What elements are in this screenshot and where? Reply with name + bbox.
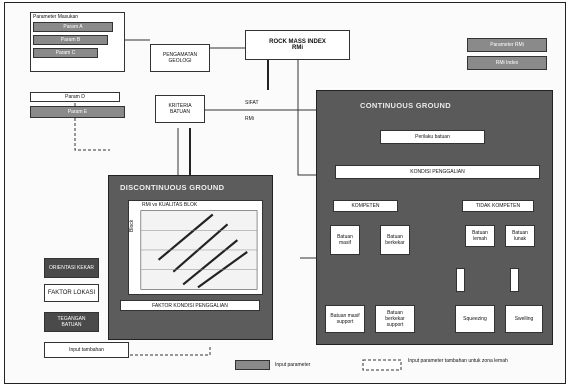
legend-input-swatch — [235, 360, 270, 370]
massive-rock-support-box: Batuan masif support — [325, 305, 365, 333]
chart-axis-label: Block — [129, 219, 135, 232]
legend-extra-label: Input parameter tambahan untuk zona lema… — [408, 358, 508, 364]
side-label: SIFAT — [245, 100, 259, 106]
rmi-input-box: PENGAMATAN GEOLOGI — [150, 44, 210, 72]
jointed-rock-support-box: Batuan berkekar support — [375, 305, 415, 333]
ground-behaviour-box: KRITERIA BATUAN — [155, 95, 205, 123]
top-right-param: Parameter RMi — [467, 38, 547, 52]
weak-rock-box: Batuan lemah — [465, 225, 495, 247]
location-factor-input: FAKTOR LOKASI — [44, 284, 99, 302]
discontinuous-ground-title: DISCONTINUOUS GROUND — [120, 183, 225, 192]
additional-input-box: Input tambahan — [44, 342, 129, 358]
swelling-box: Swelling — [505, 305, 543, 333]
continuous-top-box: Perilaku batuan — [380, 130, 485, 144]
parameter-header: Parameter Masukan — [33, 14, 79, 20]
squeezing-box: Squeezing — [455, 305, 495, 333]
block-quality-svg — [140, 210, 258, 290]
parameter-item: Param D — [30, 92, 120, 102]
rock-mass-index-box: ROCK MASS INDEX RMi — [245, 30, 350, 60]
soft-rock-box: Batuan lunak — [505, 225, 535, 247]
connector-node — [510, 268, 519, 292]
connector-node — [456, 268, 465, 292]
incompetent-box: TIDAK KOMPETEN — [462, 200, 534, 212]
competent-box: KOMPETEN — [333, 200, 398, 212]
rock-stress-input: TEGANGAN BATUAN — [44, 312, 99, 332]
chart-title: RMi vs KUALITAS BLOK — [142, 202, 198, 208]
side-label: RMi — [245, 116, 254, 122]
top-right-index: RMi Index — [467, 56, 547, 70]
continuous-ground-title: CONTINUOUS GROUND — [360, 101, 451, 110]
joint-orientation-input: ORIENTASI KEKAR — [44, 258, 99, 278]
parameter-item: Param C — [33, 48, 98, 58]
block-quality-chart — [128, 200, 263, 295]
parameter-item: Param A — [33, 22, 113, 32]
parameter-item: Param B — [33, 35, 108, 45]
massive-rock-box: Batuan masif — [330, 225, 360, 255]
excavation-factor-box: FAKTOR KONDISI PENGGALIAN — [120, 300, 260, 311]
legend-input-label: Input parameter — [275, 362, 311, 368]
rmi-title: ROCK MASS INDEX — [269, 39, 326, 45]
parameter-item: Param E — [30, 106, 125, 118]
excavation-condition-box: KONDISI PENGGALIAN — [335, 165, 540, 179]
jointed-rock-box: Batuan berkekar — [380, 225, 410, 255]
rmi-abbrev: RMi — [292, 45, 303, 51]
legend-dashed-swatch — [362, 359, 402, 371]
